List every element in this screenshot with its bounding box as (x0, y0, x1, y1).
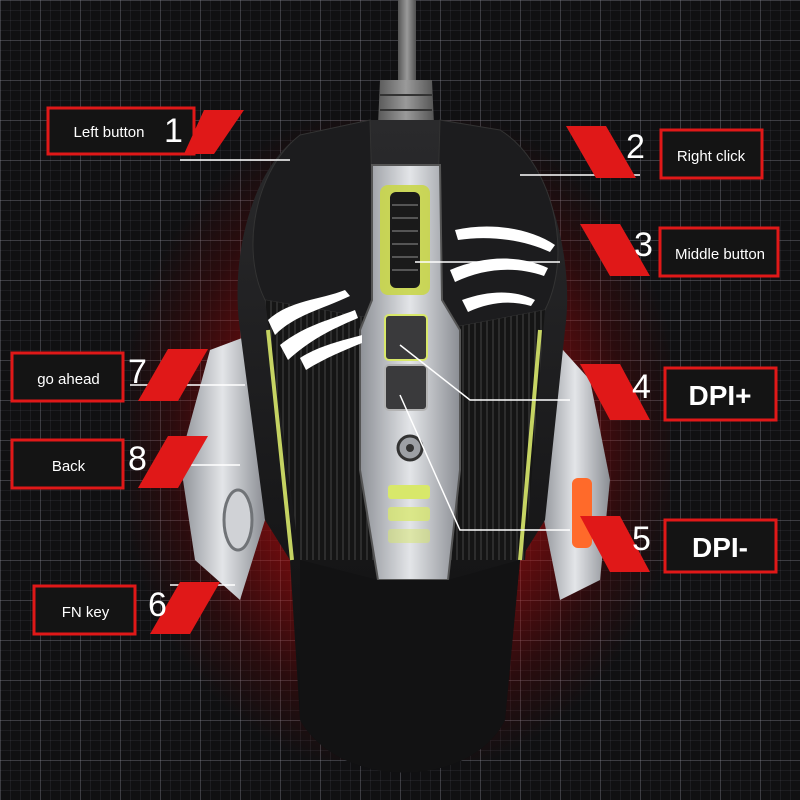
callout-go-ahead: go ahead 7 (8, 345, 208, 405)
fn-key-knob (222, 488, 254, 552)
fn-key-label: FN key (61, 603, 110, 621)
callout-back: Back 8 (8, 432, 208, 492)
right-click-number: 2 (626, 128, 645, 166)
scroll-wheel (380, 185, 430, 295)
right-click-label: Right click (676, 147, 746, 165)
fn-key-number: 6 (148, 586, 167, 624)
callout-fn-key: FN key 6 (30, 578, 230, 638)
dpi-minus-label: DPI- (692, 532, 748, 563)
left-button-shell (252, 119, 381, 321)
left-button-number: 1 (164, 112, 183, 150)
callout-dpi-plus: 4 DPI+ (580, 360, 780, 424)
dpi-plus-label: DPI+ (688, 380, 752, 411)
callout-dpi-minus: 5 DPI- (580, 512, 780, 576)
middle-button-number: 3 (634, 226, 653, 264)
callout-right-click: 2 Right click (566, 122, 766, 182)
dpi-plus-number: 4 (632, 368, 651, 406)
callout-middle-button: 3 Middle button (580, 220, 780, 280)
dpi-minus-number: 5 (632, 520, 651, 558)
claw-graphic (268, 226, 555, 370)
back-label: Back (51, 457, 86, 475)
dpi-plus-button (384, 314, 428, 361)
left-button-label: Left button (73, 123, 145, 141)
callout-left-button: Left button 1 (44, 104, 244, 160)
dpi-minus-button (384, 364, 428, 411)
back-number: 8 (128, 440, 147, 478)
go-ahead-number: 7 (128, 353, 147, 391)
go-ahead-label: go ahead (37, 370, 100, 388)
middle-button-label: Middle button (674, 245, 766, 263)
dpi-side-button (572, 478, 592, 548)
